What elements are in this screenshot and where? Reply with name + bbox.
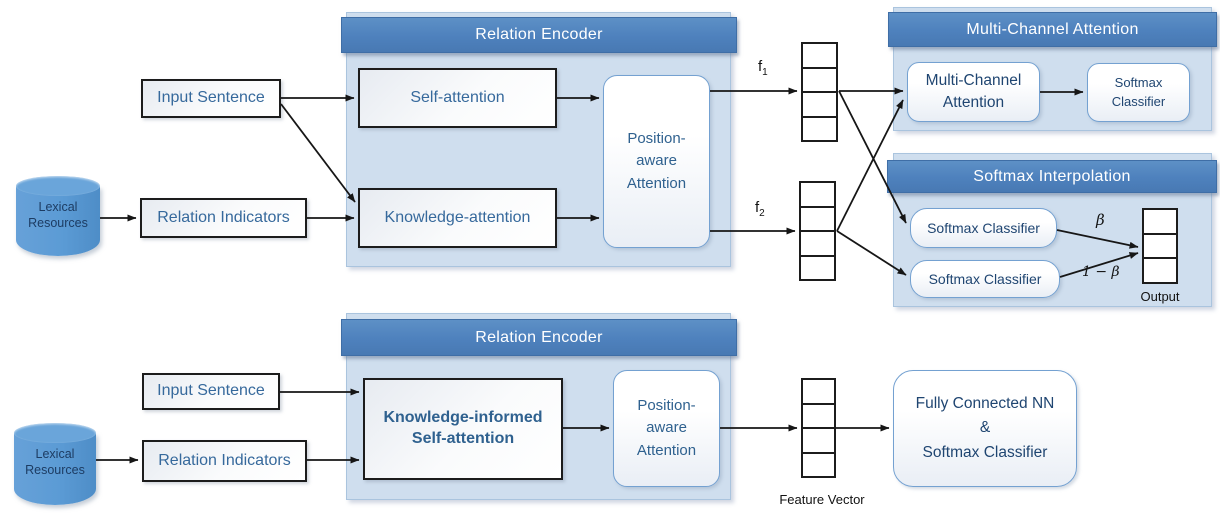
input-sentence-box-top: Input Sentence (141, 79, 281, 118)
lexical-resources-label-bottom: Lexical Resources (25, 447, 85, 478)
relation-indicators-label-bottom: Relation Indicators (158, 451, 291, 469)
vector-cell (803, 44, 836, 67)
output-vector (1142, 208, 1178, 284)
multi-channel-attention-box: Multi-Channel Attention (907, 62, 1040, 122)
vector-cell (1144, 210, 1176, 233)
one-minus-beta-label: 1 − β (1082, 264, 1120, 280)
softmax-classifier-label-1: Softmax Classifier (927, 219, 1040, 236)
vector-cell (803, 66, 836, 92)
knowledge-attention-label: Knowledge-attention (384, 208, 531, 226)
fcnn-line-2: & (979, 419, 991, 437)
vector-cell (1144, 257, 1176, 282)
input-sentence-label-bottom: Input Sentence (157, 382, 265, 400)
feature-vector-label: Feature Vector (779, 492, 865, 507)
vector-cell (803, 380, 834, 403)
softmax-classifier-box-mca: Softmax Classifier (1087, 63, 1190, 122)
relation-encoder-title-top: Relation Encoder (475, 26, 603, 43)
knowledge-informed-self-attention-box: Knowledge-informed Self-attention (363, 378, 563, 480)
input-sentence-box-bottom: Input Sentence (142, 373, 280, 410)
f2-label: f2 (755, 199, 765, 219)
f1-vector (801, 42, 838, 142)
vector-cell (1144, 232, 1176, 258)
lexical-resources-cylinder-top: Lexical Resources (16, 176, 100, 256)
softmax-interpolation-title: Softmax Interpolation (973, 167, 1131, 185)
arrow-input-to-knowledge-attention (280, 103, 356, 203)
softmax-interpolation-header: Softmax Interpolation (887, 160, 1217, 193)
relation-encoder-header-top: Relation Encoder (341, 17, 737, 53)
position-aware-attention-box-top: Position-aware Attention (603, 75, 710, 248)
vector-cell (803, 115, 836, 141)
cylinder-top-ellipse (14, 423, 96, 443)
fcnn-line-3: Softmax Classifier (922, 443, 1048, 461)
relation-indicators-box-bottom: Relation Indicators (142, 440, 307, 482)
position-aware-attention-box-bottom: Position-aware Attention (613, 370, 720, 487)
self-attention-label: Self-attention (410, 88, 505, 106)
multi-channel-attention-title: Multi-Channel Attention (966, 20, 1139, 38)
vector-cell (801, 230, 834, 255)
lexical-resources-label-top: Lexical Resources (28, 200, 88, 231)
relation-encoder-header-bottom: Relation Encoder (341, 319, 737, 356)
knowledge-attention-box: Knowledge-attention (358, 188, 557, 248)
vector-cell (803, 402, 834, 428)
softmax-classifier-box-1: Softmax Classifier (910, 208, 1057, 248)
vector-cell (803, 427, 834, 452)
output-label: Output (1140, 289, 1180, 304)
vector-cell (803, 91, 836, 116)
lexical-resources-cylinder-bottom: Lexical Resources (14, 423, 96, 505)
relation-indicators-label-top: Relation Indicators (157, 208, 290, 226)
position-aware-attention-label-top: Position-aware Attention (626, 129, 687, 192)
feature-vector (801, 378, 836, 478)
self-attention-box: Self-attention (358, 68, 557, 128)
cylinder-top-ellipse (16, 176, 100, 196)
vector-cell (801, 183, 834, 206)
f2-vector (799, 181, 836, 281)
multi-channel-attention-header: Multi-Channel Attention (888, 12, 1217, 47)
fully-connected-classifier-box: Fully Connected NN & Softmax Classifier (893, 370, 1077, 487)
beta-label: β (1096, 211, 1105, 229)
relation-encoder-title-bottom: Relation Encoder (475, 328, 603, 346)
vector-cell (803, 451, 834, 477)
f1-label: f1 (758, 58, 768, 78)
vector-cell (801, 254, 834, 280)
knowledge-informed-self-attention-label: Knowledge-informed Self-attention (383, 409, 543, 447)
multi-channel-attention-box-label: Multi-Channel Attention (925, 72, 1022, 111)
input-sentence-label-top: Input Sentence (157, 89, 265, 107)
relation-indicators-box-top: Relation Indicators (140, 198, 307, 238)
fcnn-line-1: Fully Connected NN (915, 395, 1055, 413)
position-aware-attention-label-bottom: Position-aware Attention (636, 396, 697, 459)
vector-cell (801, 205, 834, 231)
softmax-classifier-label-2: Softmax Classifier (928, 270, 1042, 287)
softmax-classifier-box-2: Softmax Classifier (910, 260, 1060, 298)
softmax-classifier-label-mca: Softmax Classifier (1111, 74, 1166, 109)
